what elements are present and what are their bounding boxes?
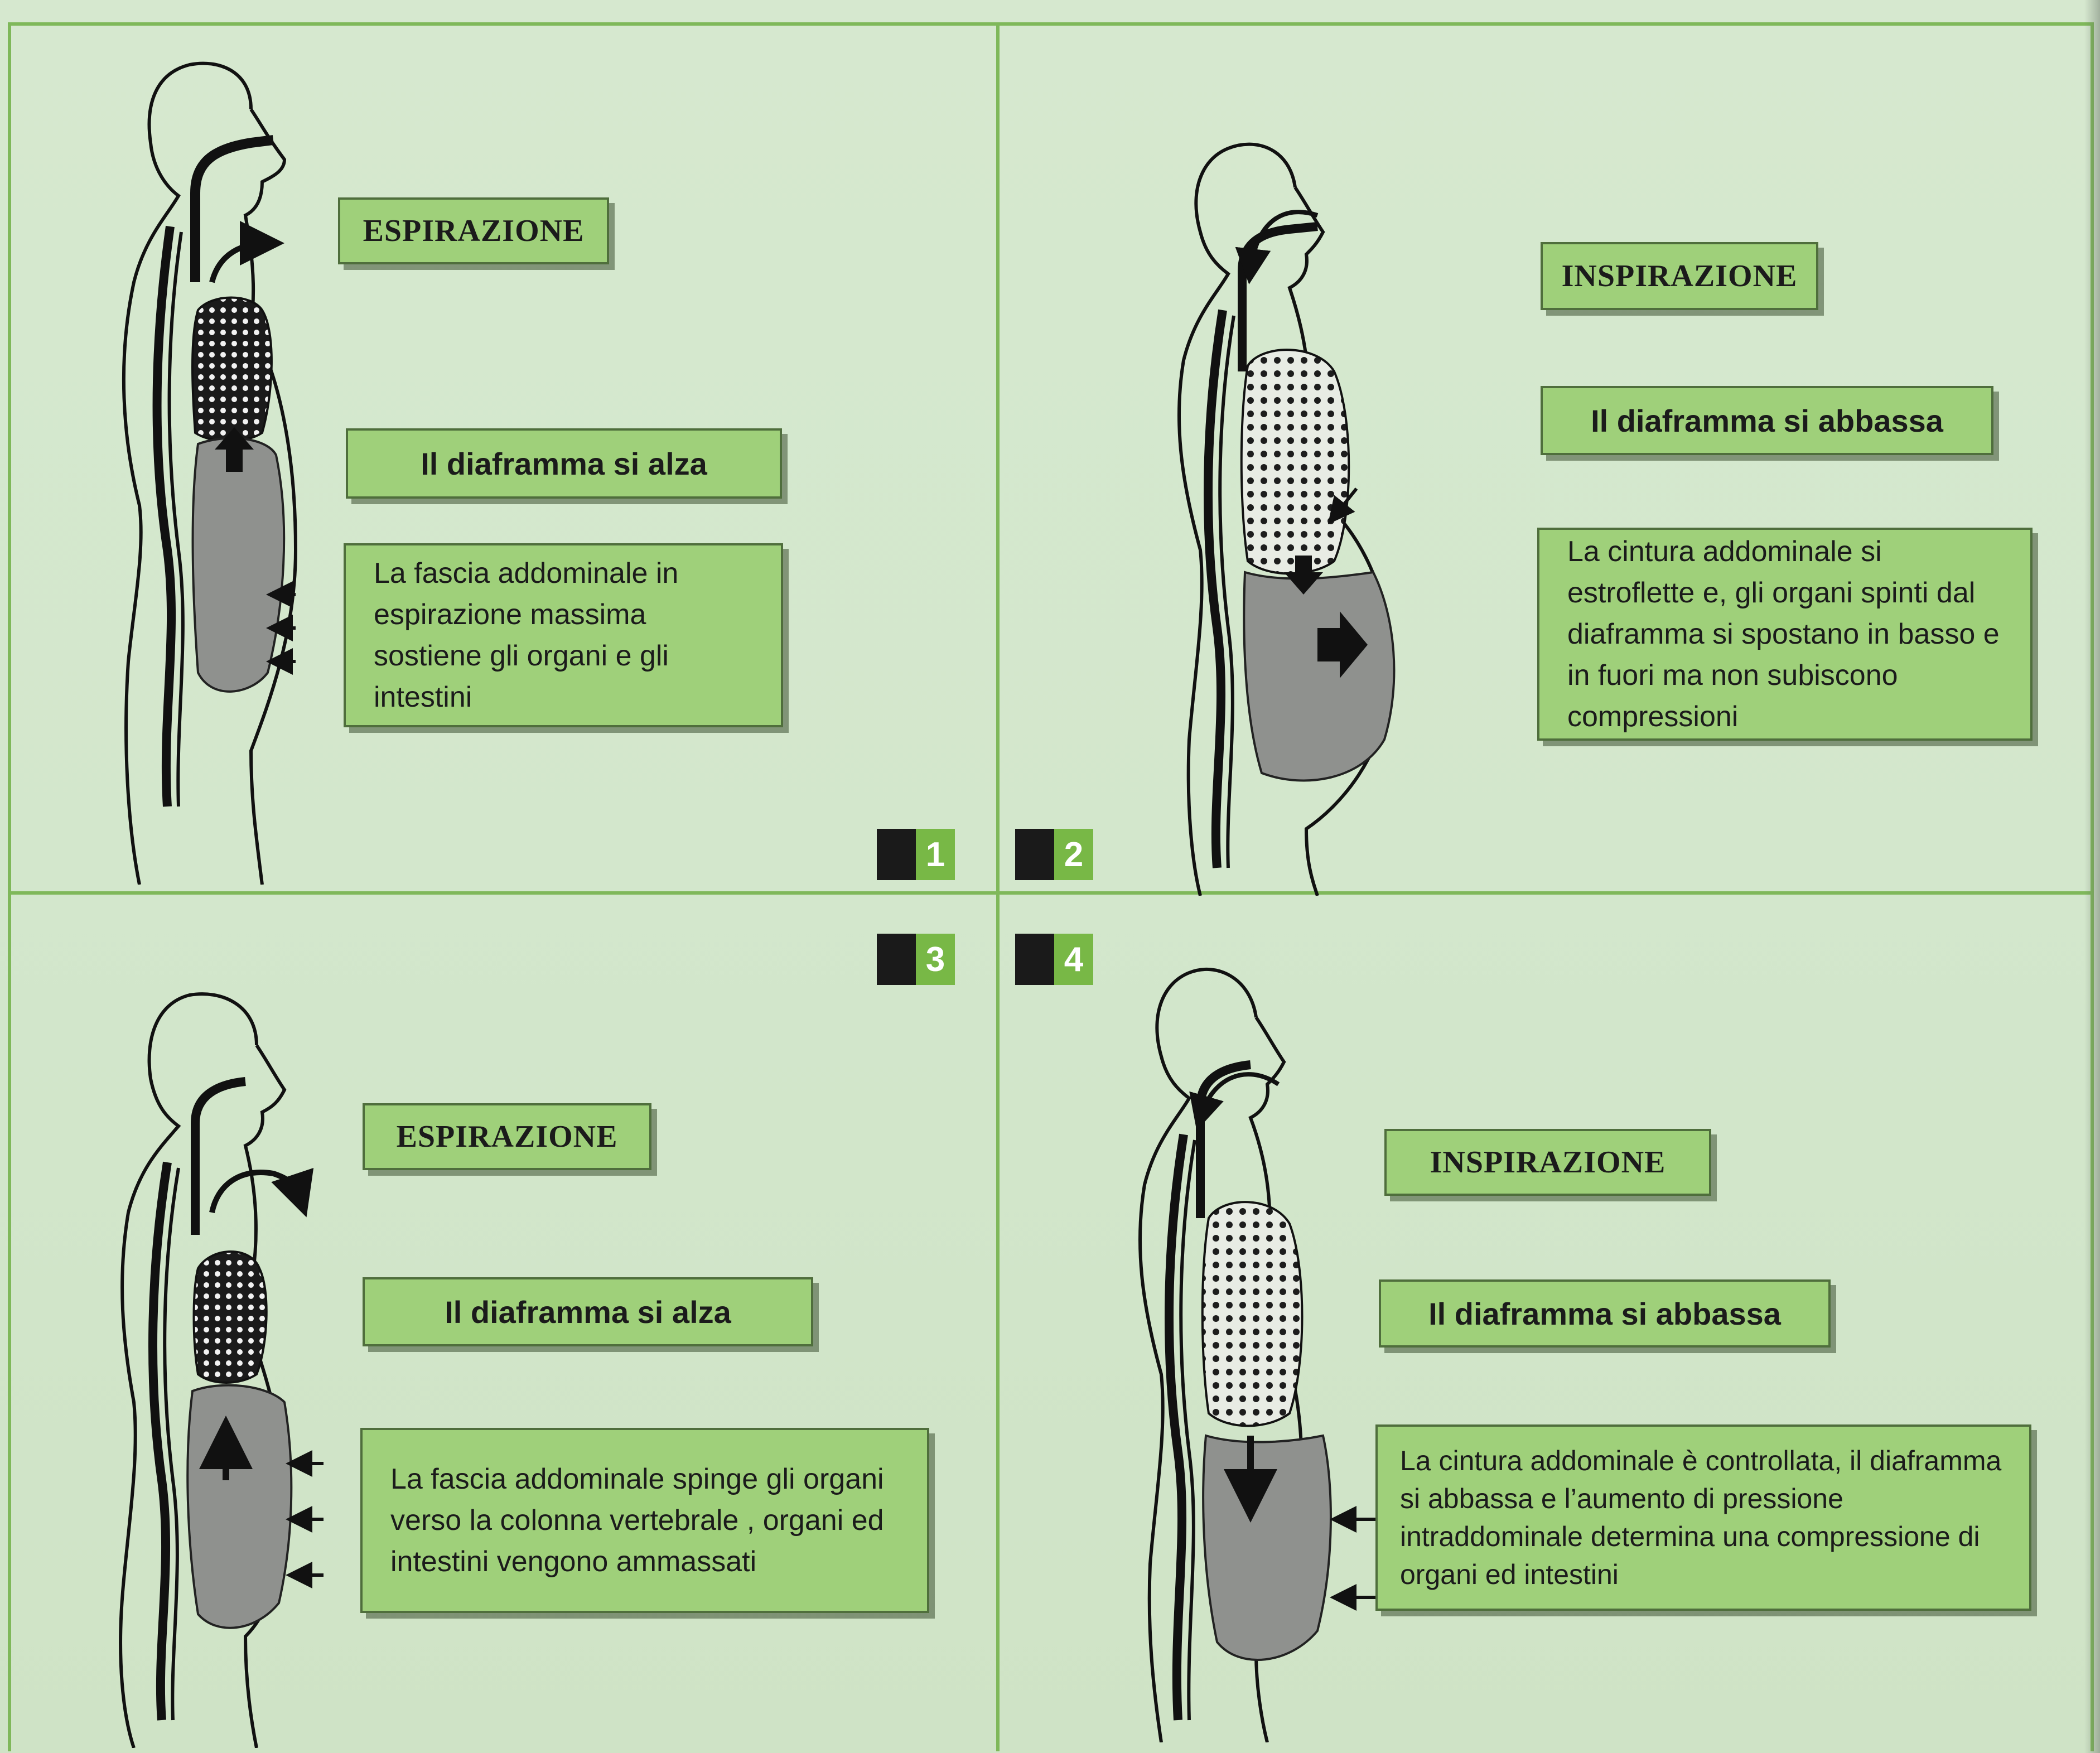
panel-4-description: La cintura addominale è controllata, il …: [1375, 1424, 2031, 1611]
panel-1: ESPIRAZIONE Il diaframma si alza La fasc…: [11, 26, 996, 891]
panel-1-number-badge: 1: [877, 829, 955, 880]
figure-4-inhale: [1089, 950, 1401, 1742]
badge-black-square: [877, 934, 916, 985]
panel-3-number: 3: [916, 934, 955, 985]
panel-4-title: INSPIRAZIONE: [1384, 1129, 1711, 1196]
panel-2-diaphragm-label: Il diaframma si abbassa: [1541, 386, 1993, 455]
badge-black-square: [877, 829, 916, 880]
panel-1-diaphragm-label: Il diaframma si alza: [346, 428, 782, 499]
panel-1-title: ESPIRAZIONE: [338, 197, 609, 264]
badge-black-square: [1015, 829, 1054, 880]
panel-3-diaphragm-label: Il diaframma si alza: [363, 1277, 813, 1346]
panel-3-number-badge: 3: [877, 934, 955, 985]
panel-2: INSPIRAZIONE Il diaframma si abbassa La …: [1000, 26, 2091, 891]
panel-1-description: La fascia addominale in espirazione mass…: [344, 543, 783, 727]
panel-2-title: INSPIRAZIONE: [1541, 242, 1818, 310]
panel-3-title: ESPIRAZIONE: [363, 1103, 651, 1170]
panel-2-description: La cintura addominale si estroflette e, …: [1537, 528, 2033, 741]
panel-2-number: 2: [1054, 829, 1093, 880]
figure-2-inhale: [1150, 126, 1462, 896]
panel-2-number-badge: 2: [1015, 829, 1093, 880]
figure-3-exhale: [78, 978, 390, 1748]
panel-4-number-badge: 4: [1015, 934, 1093, 985]
panel-4-number: 4: [1054, 934, 1093, 985]
badge-black-square: [1015, 934, 1054, 985]
panel-4: INSPIRAZIONE Il diaframma si abbassa La …: [1000, 895, 2091, 1751]
panel-4-diaphragm-label: Il diaframma si abbassa: [1379, 1279, 1831, 1348]
panel-3-description: La fascia addominale spinge gli organi v…: [360, 1428, 929, 1613]
page-edge-shadow: [2084, 0, 2100, 1753]
panel-1-number: 1: [916, 829, 955, 880]
panel-3: ESPIRAZIONE Il diaframma si alza La fasc…: [11, 895, 996, 1751]
figure-1-exhale: [84, 48, 385, 885]
